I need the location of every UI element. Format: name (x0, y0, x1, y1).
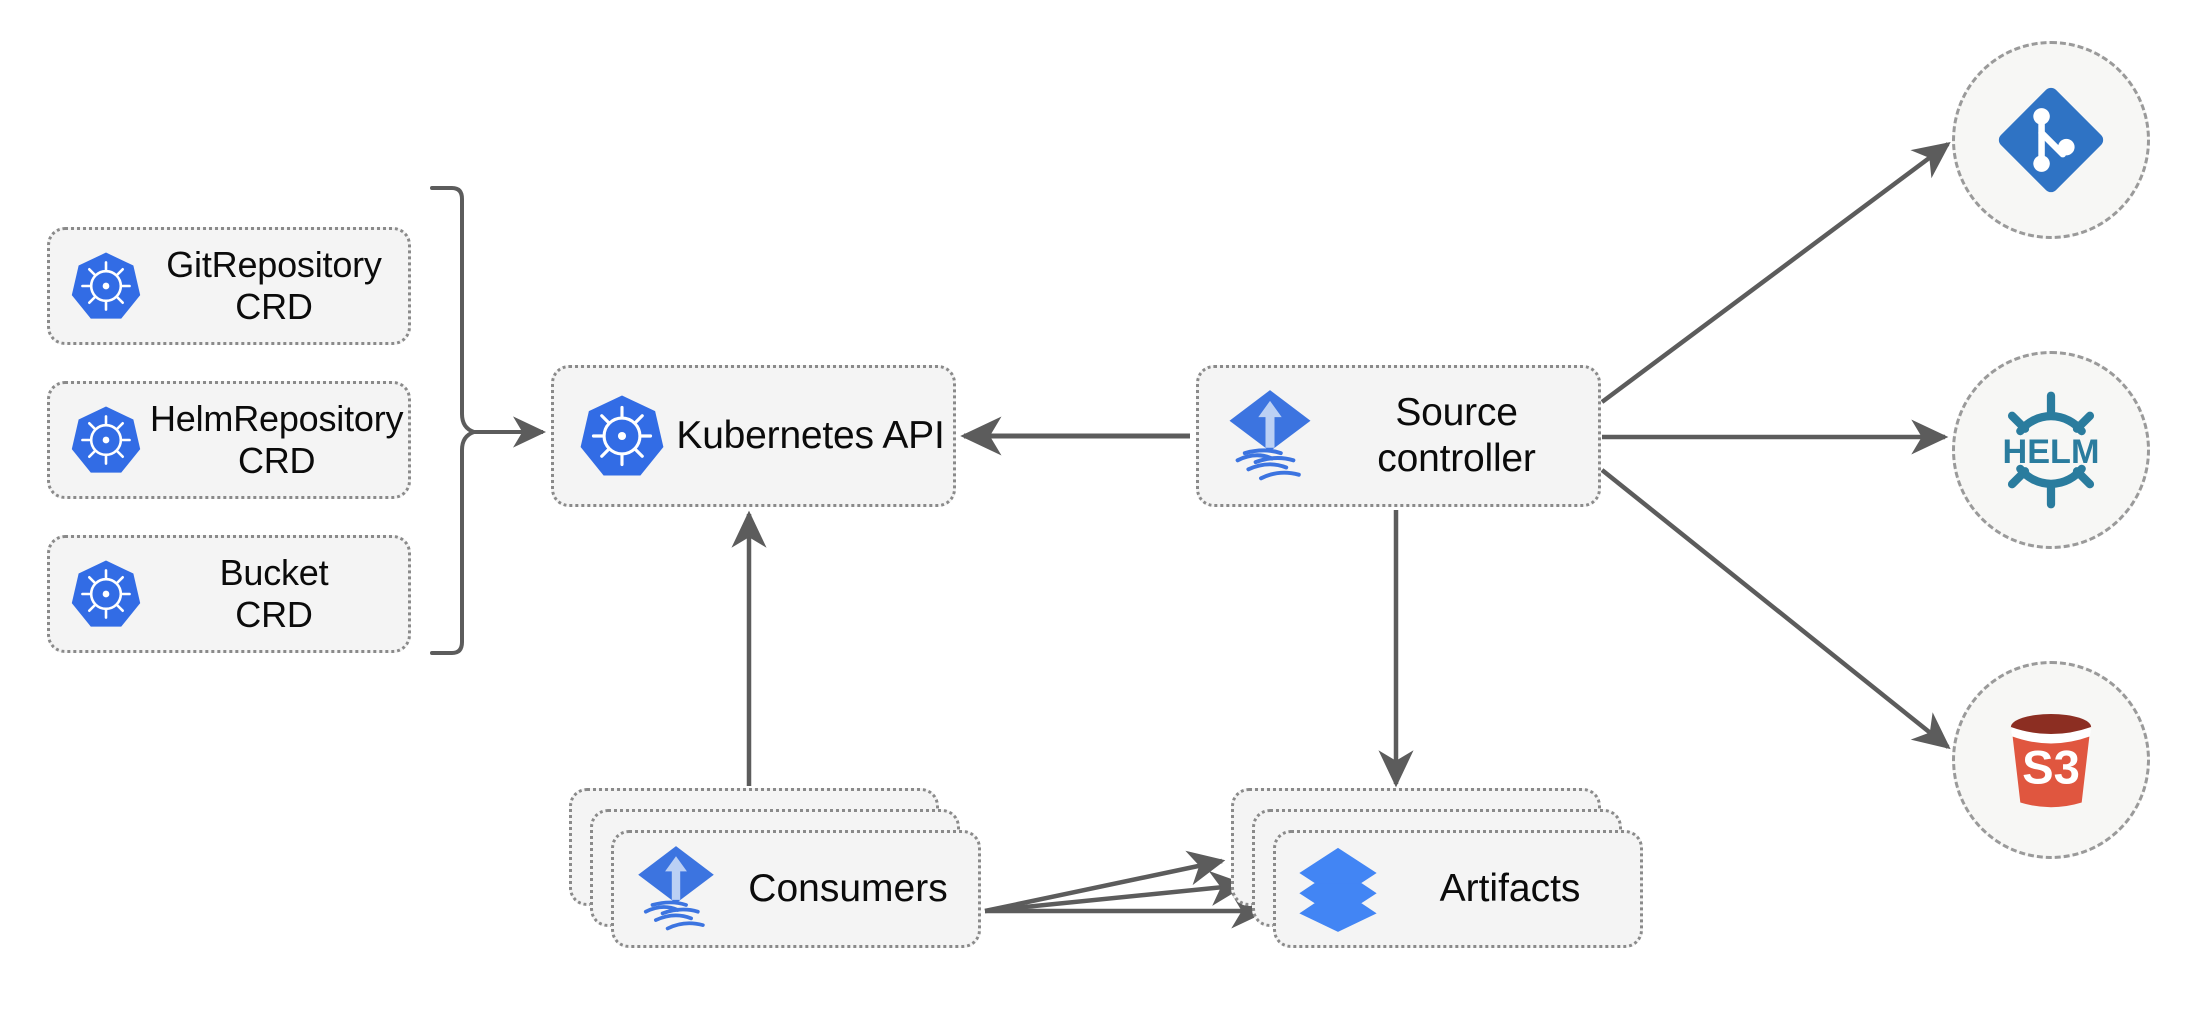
crd-card-gitrepository[interactable]: GitRepository CRD (47, 227, 411, 345)
kubernetes-icon (68, 248, 144, 324)
node-source-controller[interactable]: Source controller (1196, 365, 1601, 507)
node-label: Kubernetes API (676, 413, 945, 457)
git-icon (1992, 81, 2110, 199)
node-label: Source controller (1377, 390, 1536, 480)
node-artifacts[interactable]: Artifacts (1231, 788, 1651, 958)
consumers-card-front[interactable]: Consumers (611, 830, 981, 948)
flux-icon (1225, 388, 1315, 484)
kubernetes-icon (68, 556, 144, 632)
crd-card-helmrepository[interactable]: HelmRepository CRD (47, 381, 411, 499)
crd-card-label: GitRepository CRD (166, 243, 382, 327)
edge-source-controller-to-s3 (1600, 468, 1951, 750)
edge-source-controller-to-git (1600, 141, 1951, 404)
edge-consumers-to-artifacts-middle (984, 870, 1248, 914)
s3-icon-text: S3 (2022, 742, 2080, 795)
helm-icon: HELM (1992, 391, 2110, 509)
crd-card-bucket[interactable]: Bucket CRD (47, 535, 411, 653)
crd-group-brace (430, 186, 476, 655)
node-label: Artifacts (1439, 867, 1581, 910)
flux-icon (634, 843, 718, 935)
crd-card-label: Bucket CRD (219, 551, 329, 635)
edge-consumers-to-artifacts-top (984, 850, 1226, 914)
target-helm[interactable]: HELM (1952, 351, 2150, 549)
layers-icon (1296, 843, 1380, 935)
s3-icon: S3 (1992, 701, 2110, 819)
kubernetes-icon (576, 390, 668, 482)
node-kubernetes-api[interactable]: Kubernetes API (551, 365, 956, 507)
node-label: Consumers (748, 867, 948, 910)
kubernetes-icon (68, 402, 144, 478)
target-git[interactable] (1952, 41, 2150, 239)
artifacts-card-front[interactable]: Artifacts (1273, 830, 1643, 948)
target-s3[interactable]: S3 (1952, 661, 2150, 859)
node-consumers[interactable]: Consumers (569, 788, 989, 958)
helm-icon-text: HELM (2003, 433, 2100, 471)
crd-card-label: HelmRepository CRD (150, 397, 404, 481)
